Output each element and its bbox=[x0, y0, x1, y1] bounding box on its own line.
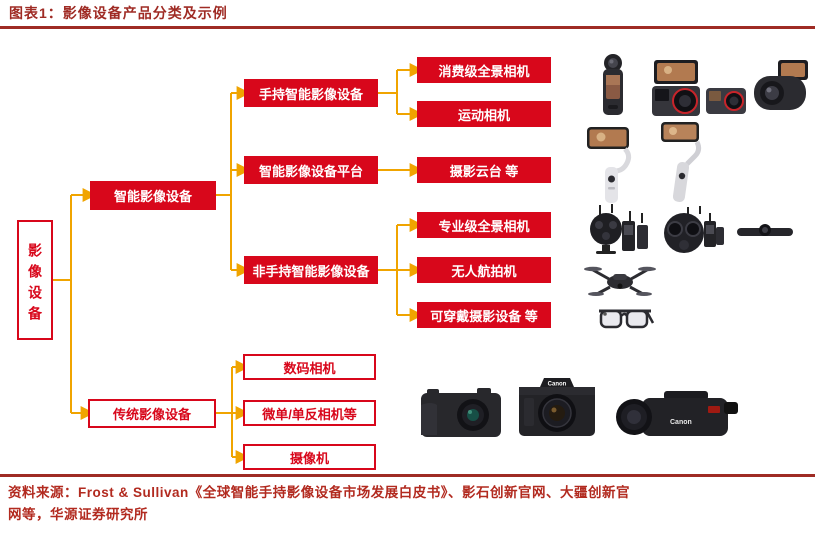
node-handheld-smart-imaging: 手持智能影像设备 bbox=[244, 79, 378, 107]
node-smart-imaging-equipment: 智能影像设备 bbox=[90, 181, 216, 210]
camera-glasses-image bbox=[599, 309, 655, 329]
node-consumer-panoramic-camera: 消费级全景相机 bbox=[417, 57, 551, 83]
multi-lens-vr-camera-image bbox=[664, 206, 724, 253]
spherical-panoramic-camera-image bbox=[590, 204, 648, 254]
compact-camera-image bbox=[421, 388, 501, 437]
node-video-camera: 摄像机 bbox=[243, 444, 376, 470]
node-digital-camera: 数码相机 bbox=[243, 354, 376, 380]
node-mirrorless-dslr-camera: 微单/单反相机等 bbox=[243, 400, 376, 426]
node-wearable-camera-equipment: 可穿戴摄影设备 等 bbox=[417, 302, 551, 328]
node-camera-gimbal: 摄影云台 等 bbox=[417, 157, 551, 183]
figure-title: 图表1：影像设备产品分类及示例 bbox=[9, 5, 228, 21]
node-action-camera: 运动相机 bbox=[417, 101, 551, 127]
action-cameras-image bbox=[652, 60, 746, 116]
title-underline bbox=[0, 26, 815, 29]
camcorder-brand-label: Canon bbox=[670, 419, 692, 426]
panoramic-pocket-camera-image bbox=[603, 54, 623, 115]
footer-divider bbox=[0, 474, 815, 477]
node-non-handheld-smart-imaging: 非手持智能影像设备 bbox=[244, 256, 378, 284]
node-traditional-imaging-equipment: 传统影像设备 bbox=[88, 399, 216, 428]
pod-action-camera-image bbox=[754, 60, 808, 110]
node-smart-imaging-platform: 智能影像设备平台 bbox=[244, 156, 378, 184]
phone-gimbal-image bbox=[587, 127, 632, 203]
dslr-camera-image: Canon bbox=[519, 378, 595, 436]
source-line-2: 网等，华源证券研究所 bbox=[8, 507, 148, 522]
drone-image bbox=[584, 266, 656, 296]
conference-bar-camera-image bbox=[737, 224, 793, 236]
dslr-brand-label: Canon bbox=[548, 382, 567, 388]
node-professional-panoramic-camera: 专业级全景相机 bbox=[417, 212, 551, 238]
node-aerial-drone: 无人航拍机 bbox=[417, 257, 551, 283]
source-line-1: 资料来源：Frost & Sullivan《全球智能手持影像设备市场发展白皮书》… bbox=[8, 485, 631, 500]
node-imaging-equipment-root: 影像设备 bbox=[17, 220, 53, 340]
camcorder-image: Canon bbox=[616, 391, 738, 436]
phone-gimbal-folded-image bbox=[661, 122, 702, 202]
